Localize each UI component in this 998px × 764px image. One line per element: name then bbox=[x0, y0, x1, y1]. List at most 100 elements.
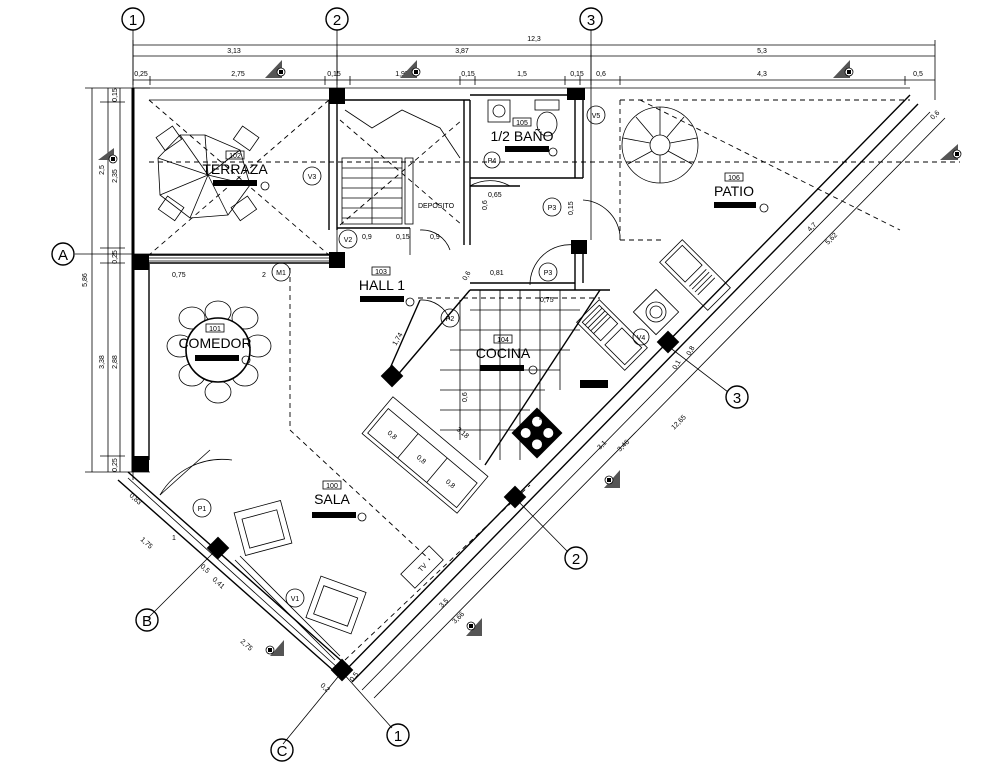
svg-text:102: 102 bbox=[229, 153, 241, 160]
svg-text:1: 1 bbox=[129, 12, 137, 29]
svg-text:3: 3 bbox=[587, 12, 595, 29]
toilet-tank bbox=[534, 99, 560, 111]
section-marker-icon bbox=[265, 640, 284, 656]
axis-bubble-row-a: A bbox=[51, 242, 75, 266]
svg-text:C: C bbox=[277, 743, 288, 760]
sofa: 0,8 0,8 0,8 bbox=[361, 396, 489, 514]
left-dimensions: 5,86 2,5 3,38 0,15 2,35 0,25 2,88 0,25 bbox=[82, 87, 150, 473]
svg-text:0,6: 0,6 bbox=[596, 71, 606, 78]
svg-text:COCINA: COCINA bbox=[476, 345, 531, 361]
svg-text:4,3: 4,3 bbox=[757, 71, 767, 78]
svg-text:0,2: 0,2 bbox=[319, 682, 331, 694]
svg-text:2,5: 2,5 bbox=[99, 165, 106, 175]
kitchen-fixtures bbox=[440, 239, 731, 460]
svg-text:0,8: 0,8 bbox=[415, 454, 427, 466]
svg-text:0,75: 0,75 bbox=[540, 297, 554, 304]
svg-text:M1: M1 bbox=[276, 270, 286, 277]
svg-text:0,25: 0,25 bbox=[112, 250, 119, 264]
room-label-comedor: 101 COMEDOR bbox=[178, 323, 252, 365]
svg-text:0,75: 0,75 bbox=[172, 272, 186, 279]
axis-bubble-col-3: 3 bbox=[579, 7, 603, 31]
section-marker-icon bbox=[98, 148, 118, 164]
svg-text:0,15: 0,15 bbox=[461, 71, 475, 78]
svg-text:0,8: 0,8 bbox=[686, 345, 697, 357]
svg-text:2,35: 2,35 bbox=[112, 169, 119, 183]
section-marker-icon bbox=[400, 60, 421, 78]
room-label-bano: 105 1/2 BAÑO bbox=[490, 117, 558, 157]
bathroom-fixtures bbox=[487, 99, 560, 137]
axis-bubble-diag-3: 3 bbox=[725, 385, 749, 409]
svg-text:COMEDOR: COMEDOR bbox=[178, 335, 251, 351]
axis-bubble-row-c: C bbox=[270, 738, 294, 762]
section-markers bbox=[98, 60, 962, 656]
svg-text:0,15: 0,15 bbox=[327, 71, 341, 78]
top-dimensions: 12,3 3,13 3,87 5,3 0,25 2,75 0,15 1,95 0… bbox=[132, 36, 936, 100]
washing-machine bbox=[632, 288, 680, 336]
svg-text:103: 103 bbox=[375, 269, 387, 276]
svg-text:3,87: 3,87 bbox=[455, 48, 469, 55]
svg-text:3,38: 3,38 bbox=[99, 355, 106, 369]
svg-text:0,6: 0,6 bbox=[462, 270, 473, 282]
section-marker-icon bbox=[265, 60, 286, 78]
column-post bbox=[567, 88, 585, 100]
svg-text:0,8: 0,8 bbox=[444, 479, 456, 491]
column-post bbox=[329, 88, 345, 104]
svg-text:0,25: 0,25 bbox=[112, 458, 119, 472]
armchair bbox=[233, 500, 293, 556]
svg-text:0,1: 0,1 bbox=[672, 359, 683, 371]
svg-text:1,5: 1,5 bbox=[517, 71, 527, 78]
svg-text:2: 2 bbox=[262, 272, 266, 279]
svg-text:5,62: 5,62 bbox=[824, 232, 839, 247]
svg-text:12,3: 12,3 bbox=[527, 36, 541, 43]
walls bbox=[117, 87, 946, 699]
toilet-bowl bbox=[536, 111, 558, 137]
svg-text:P1: P1 bbox=[198, 506, 207, 513]
svg-text:0,9: 0,9 bbox=[362, 234, 372, 241]
misc-dimensions: 0,75 2 0,9 0,15 0,9 0,65 0,6 0,81 0,75 0… bbox=[128, 110, 942, 695]
room-label-hall: 103 HALL 1 bbox=[359, 266, 415, 307]
svg-text:2,75: 2,75 bbox=[231, 71, 245, 78]
svg-text:P3: P3 bbox=[544, 270, 553, 277]
svg-text:104: 104 bbox=[497, 337, 509, 344]
axis-lines bbox=[75, 30, 729, 745]
svg-text:V4: V4 bbox=[637, 335, 646, 342]
svg-text:0,5: 0,5 bbox=[913, 71, 923, 78]
stove bbox=[511, 407, 563, 459]
svg-text:SALA: SALA bbox=[314, 491, 350, 507]
section-marker-icon bbox=[604, 470, 620, 488]
svg-text:3,46: 3,46 bbox=[616, 439, 631, 454]
svg-text:1/2 BAÑO: 1/2 BAÑO bbox=[490, 128, 553, 144]
section-marker-icon bbox=[833, 60, 854, 78]
svg-text:0,81: 0,81 bbox=[490, 270, 504, 277]
svg-text:P3: P3 bbox=[548, 205, 557, 212]
column-post bbox=[133, 254, 149, 270]
overhead-lines bbox=[148, 99, 960, 661]
svg-text:0,15: 0,15 bbox=[396, 234, 410, 241]
windows bbox=[127, 257, 341, 669]
svg-text:106: 106 bbox=[728, 175, 740, 182]
kitchen-sink bbox=[576, 299, 648, 371]
column-post bbox=[380, 364, 404, 388]
doors bbox=[159, 180, 621, 496]
axis-bubble-diag-2: 2 bbox=[564, 546, 588, 570]
kitchen-tiles bbox=[440, 290, 580, 460]
svg-text:0,25: 0,25 bbox=[134, 71, 148, 78]
svg-text:0,5: 0,5 bbox=[199, 563, 211, 575]
spiral-stair bbox=[621, 106, 699, 184]
svg-text:0,6: 0,6 bbox=[462, 392, 469, 402]
svg-text:HALL 1: HALL 1 bbox=[359, 277, 405, 293]
svg-text:0,15: 0,15 bbox=[112, 88, 119, 102]
fridge-mark bbox=[580, 380, 608, 388]
svg-text:0,5: 0,5 bbox=[349, 671, 360, 683]
svg-text:0,41: 0,41 bbox=[211, 576, 226, 590]
svg-text:1,95: 1,95 bbox=[395, 71, 409, 78]
svg-text:0,15: 0,15 bbox=[570, 71, 584, 78]
svg-text:0,65: 0,65 bbox=[488, 192, 502, 199]
svg-text:3,18: 3,18 bbox=[455, 426, 470, 440]
svg-text:P2: P2 bbox=[446, 316, 455, 323]
svg-text:100: 100 bbox=[326, 483, 338, 490]
svg-text:0,6: 0,6 bbox=[929, 110, 941, 122]
svg-text:DEPOSITO: DEPOSITO bbox=[418, 203, 455, 210]
svg-text:A: A bbox=[58, 247, 68, 264]
dining-table bbox=[166, 300, 272, 404]
